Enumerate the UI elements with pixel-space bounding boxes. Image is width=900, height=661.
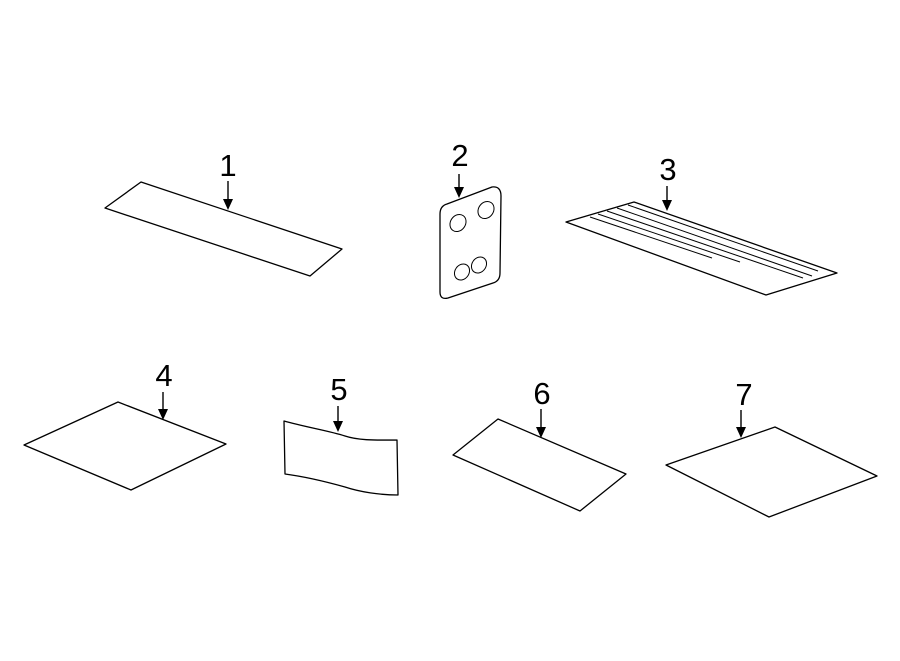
part-4[interactable]: 4: [23, 358, 227, 491]
callout-2-arrowhead: [454, 187, 464, 198]
part-4-shape: [23, 401, 227, 491]
callout-6-arrowhead: [536, 427, 546, 438]
part-2-hole-2: [477, 200, 495, 220]
callout-4-arrowhead: [158, 409, 168, 420]
part-2-hole-3: [453, 263, 471, 281]
part-3-text-line-3: [606, 210, 804, 279]
callout-7-number: 7: [735, 377, 752, 412]
part-3-text-line-2: [616, 207, 813, 277]
part-2-hole-4: [470, 256, 488, 274]
part-3-text-line-4: [597, 213, 741, 263]
callout-1-arrowhead: [223, 199, 233, 210]
callout-3-arrowhead: [662, 200, 672, 211]
part-3-text-line-1: [627, 204, 819, 272]
callout-7-arrowhead: [736, 427, 746, 438]
part-5-shape: [283, 420, 399, 496]
part-7[interactable]: 7: [665, 377, 878, 518]
callout-5-arrowhead: [333, 421, 343, 432]
callout-1-number: 1: [219, 148, 236, 183]
part-7-shape: [665, 426, 878, 518]
callout-3-number: 3: [659, 152, 676, 187]
callout-6-number: 6: [533, 376, 550, 411]
part-3[interactable]: 3: [565, 152, 838, 296]
callout-5-number: 5: [330, 372, 347, 407]
part-6-shape: [452, 418, 627, 512]
part-2[interactable]: 2: [439, 138, 502, 300]
part-3-text-line-5: [589, 216, 713, 259]
part-5[interactable]: 5: [283, 372, 399, 496]
part-6[interactable]: 6: [452, 376, 627, 512]
callout-2-number: 2: [451, 138, 468, 173]
part-2-hole-1: [449, 213, 467, 233]
part-1-shape: [104, 181, 343, 277]
part-1[interactable]: 1: [104, 148, 343, 277]
callout-4-number: 4: [155, 358, 172, 393]
